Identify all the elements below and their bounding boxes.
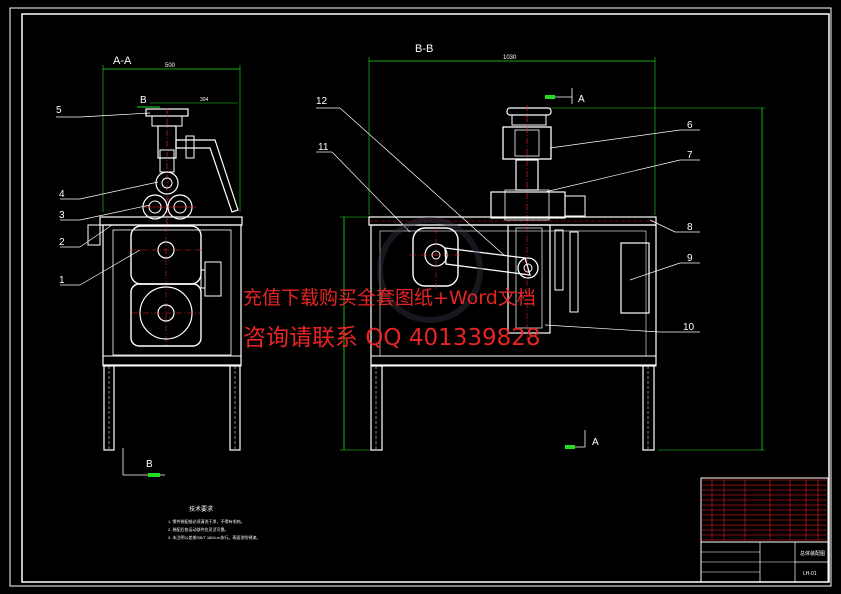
section-bb-view: B-B 1030 A A [340, 43, 765, 451]
watermark-line-1: 充值下载购买全套图纸+Word文档 [243, 287, 536, 309]
watermark-line-2: 咨询请联系 QQ 401339828 [243, 325, 541, 351]
part-label-5: 5 [56, 105, 62, 116]
inner-border [21, 13, 830, 583]
technical-notes: 技术要求 1. 零件装配前必须清洗干净，不得有毛刺。 2. 装配后各运动部件应灵… [168, 505, 260, 540]
part-label-12: 12 [316, 96, 328, 107]
notes-line-2: 2. 装配后各运动部件应灵活可靠。 [168, 526, 228, 532]
parts-list-grid [701, 479, 828, 541]
section-mark-b-bottom: B [146, 459, 153, 470]
dim-304: 304 [200, 97, 209, 103]
outer-border [9, 7, 832, 587]
part-label-2: 2 [59, 237, 65, 248]
part-callouts: 1 2 3 4 5 6 7 8 9 10 11 12 [56, 96, 700, 333]
title-block-code: LH-01 [803, 571, 817, 577]
notes-heading: 技术要求 [189, 505, 213, 513]
part-label-7: 7 [687, 150, 693, 161]
part-label-1: 1 [59, 275, 65, 286]
part-label-4: 4 [59, 189, 65, 200]
watermark: 充值下载购买全套图纸+Word文档 咨询请联系 QQ 401339828 [243, 217, 541, 351]
part-label-3: 3 [59, 210, 65, 221]
notes-line-3: 3. 未注明公差按GB/T 1804-m执行。表面涂防锈漆。 [168, 534, 260, 540]
dim-500: 500 [165, 63, 176, 69]
part-label-9: 9 [687, 253, 693, 264]
title-block: 总体装配图 LH-01 [700, 477, 829, 583]
dim-1030: 1030 [503, 55, 517, 61]
section-aa-view: A-A 500 304 B [87, 55, 243, 477]
section-aa-title: A-A [113, 55, 132, 67]
part-label-6: 6 [687, 120, 693, 131]
section-mark-a-top: A [578, 94, 585, 105]
part-label-8: 8 [687, 222, 693, 233]
section-mark-b-top: B [140, 95, 147, 106]
notes-line-1: 1. 零件装配前必须清洗干净，不得有毛刺。 [168, 518, 244, 524]
section-bb-title: B-B [415, 43, 433, 55]
section-mark-a-bottom: A [592, 437, 599, 448]
title-block-name: 总体装配图 [800, 550, 825, 557]
part-label-10: 10 [683, 322, 695, 333]
part-label-11: 11 [318, 142, 329, 153]
